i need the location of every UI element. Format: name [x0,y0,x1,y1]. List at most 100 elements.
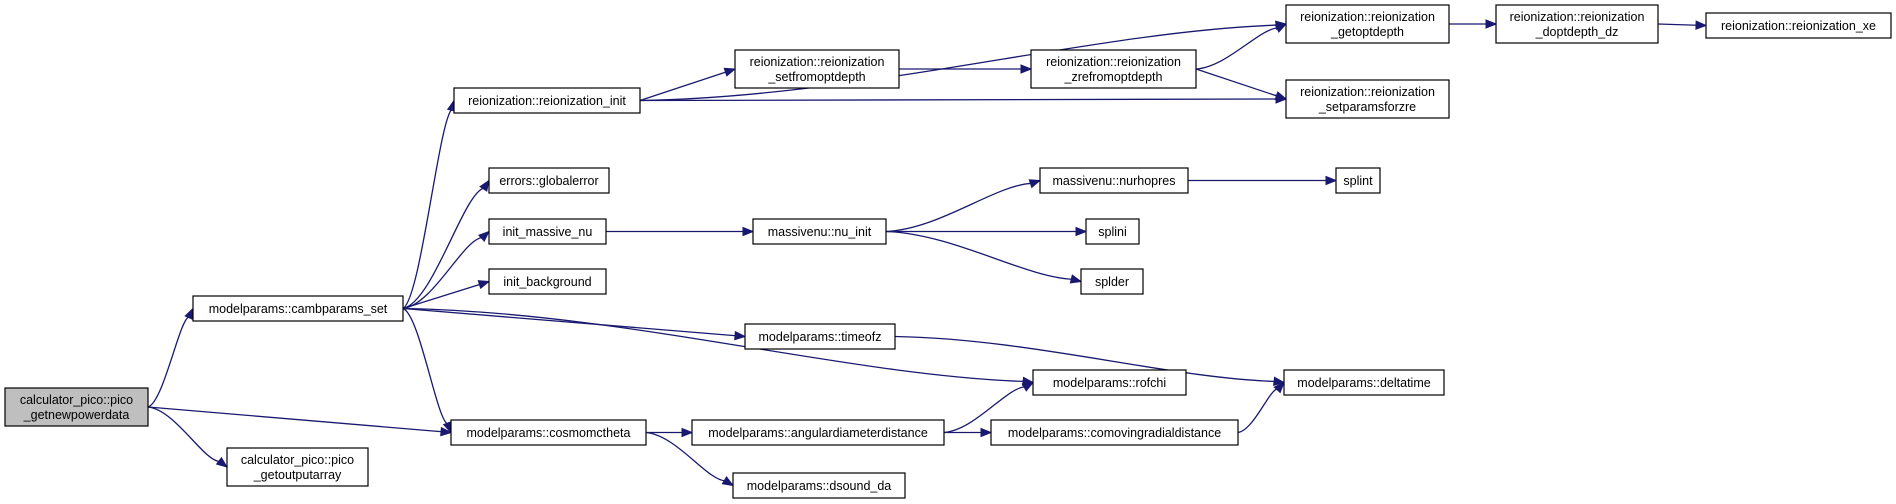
edge-cambparams-set-to-cosmomctheta [402,307,452,434]
node-init-background[interactable]: init_background [488,268,607,295]
node-label: modelparams::deltatime [1297,376,1430,390]
node-label: _setfromoptdepth [767,70,865,84]
edge-line [402,307,1025,383]
node-label: reionization::reionization [1300,85,1435,99]
node-box [453,87,641,114]
node-comovingradialdistance[interactable]: modelparams::comovingradialdistance [990,419,1239,446]
node-reion-init[interactable]: reionization::reionization_init [453,87,641,114]
node-nu-init[interactable]: massivenu::nu_init [752,218,887,245]
node-box [488,268,607,295]
node-label: init_massive_nu [503,225,593,239]
edge-nu-init-to-splini [886,226,1088,237]
arrow-head-icon [723,67,737,77]
arrow-head-icon [184,307,194,321]
edge-cambparams-set-to-init-background [402,280,491,310]
edge-nu-init-to-splder [885,230,1083,284]
node-angulardiameterdistance[interactable]: modelparams::angulardiameterdistance [691,419,945,446]
edge-line [147,406,220,463]
node-label: init_background [503,275,591,289]
node-layer: calculator_pico::pico_getnewpowerdatamod… [4,4,1892,499]
node-box [734,49,900,89]
arrow-head-icon [742,226,755,237]
node-label: _getoutputarray [253,468,342,482]
edge-cosmomctheta-to-angulardiameterdistance [646,427,694,438]
node-timeofz[interactable]: modelparams::timeofz [744,323,896,350]
node-dsound-da[interactable]: modelparams::dsound_da [732,472,906,499]
edge-line [639,98,1278,102]
node-splint[interactable]: splint [1335,167,1381,194]
edge-layer [147,19,1708,487]
node-globalerror[interactable]: errors::globalerror [488,167,610,194]
edge-doptdepth-dz-to-reionization-xe [1657,20,1708,30]
arrow-head-icon [681,427,694,438]
edge-line [894,335,1276,383]
edge-init-massive-nu-to-nu-init [606,226,755,237]
node-setparamsforzre[interactable]: reionization::reionization_setparamsforz… [1285,79,1450,119]
node-box [488,218,607,245]
node-reionization-xe[interactable]: reionization::reionization_xe [1705,12,1892,39]
node-label: splint [1343,174,1373,188]
node-label: reionization::reionization [1300,10,1435,24]
node-label: modelparams::timeofz [759,330,882,344]
arrow-head-icon [1274,91,1288,101]
arrow-head-icon [477,280,491,290]
arrow-head-icon [215,456,229,468]
node-getoutputarray[interactable]: calculator_pico::pico_getoutputarray [226,447,369,487]
arrow-head-icon [1020,64,1033,74]
edge-line [1195,68,1278,97]
node-label: modelparams::comovingradialdistance [1008,426,1221,440]
node-rofchi[interactable]: modelparams::rofchi [1032,369,1187,396]
node-root[interactable]: calculator_pico::pico_getnewpowerdata [4,387,149,427]
node-label: modelparams::cambparams_set [209,302,388,316]
edge-cambparams-set-to-init-massive-nu [402,230,491,310]
node-getoptdepth[interactable]: reionization::reionization_getoptdepth [1285,4,1450,44]
node-nurhopres[interactable]: massivenu::nurhopres [1039,167,1189,194]
edge-angulardiameterdistance-to-comovingradialdistance [944,427,993,438]
node-box [1495,4,1659,44]
edge-line [402,307,737,337]
arrow-head-icon [734,330,747,341]
edge-timeofz-to-deltatime [894,335,1286,386]
edge-line [639,71,727,102]
arrow-head-icon [479,179,490,192]
node-label: massivenu::nu_init [768,225,872,239]
edge-cosmomctheta-to-dsound-da [645,431,735,487]
node-label: modelparams::cosmomctheta [467,426,631,440]
arrow-head-icon [1695,20,1708,30]
edge-line [147,316,190,408]
edge-cambparams-set-to-rofchi [402,307,1035,386]
edge-line [1195,27,1279,70]
node-cambparams-set[interactable]: modelparams::cambparams_set [192,295,404,322]
edge-cambparams-set-to-reion-init [402,99,457,310]
node-label: calculator_pico::pico [20,393,133,407]
node-init-massive-nu[interactable]: init_massive_nu [488,218,607,245]
node-label: _zrefromoptdepth [1064,70,1163,84]
edge-line [402,283,481,310]
node-zrefromoptdepth[interactable]: reionization::reionization_zrefromoptdep… [1030,49,1197,89]
edge-line [147,406,443,433]
node-setfromoptdepth[interactable]: reionization::reionization_setfromoptdep… [734,49,900,89]
node-label: errors::globalerror [499,174,598,188]
arrow-head-icon [1075,226,1088,237]
node-doptdepth-dz[interactable]: reionization::reionization_doptdepth_dz [1495,4,1659,44]
node-label: _setparamsforzre [1318,100,1416,114]
node-deltatime[interactable]: modelparams::deltatime [1283,369,1445,396]
node-splini[interactable]: splini [1085,218,1140,245]
edge-line [402,187,485,310]
node-box [1085,218,1140,245]
node-label: splini [1098,225,1127,239]
arrow-head-icon [1028,179,1042,189]
node-cosmomctheta[interactable]: modelparams::cosmomctheta [450,419,647,446]
edge-reion-init-to-setfromoptdepth [639,67,737,102]
node-label: modelparams::dsound_da [747,479,892,493]
arrow-head-icon [1325,175,1338,186]
node-label: reionization::reionization [1510,10,1645,24]
node-box [488,167,610,194]
edge-line [1237,388,1279,434]
arrow-head-icon [1021,381,1035,392]
node-box [744,323,896,350]
node-label: reionization::reionization [1046,55,1181,69]
node-splder[interactable]: splder [1080,268,1144,295]
arrow-head-icon [721,475,735,487]
